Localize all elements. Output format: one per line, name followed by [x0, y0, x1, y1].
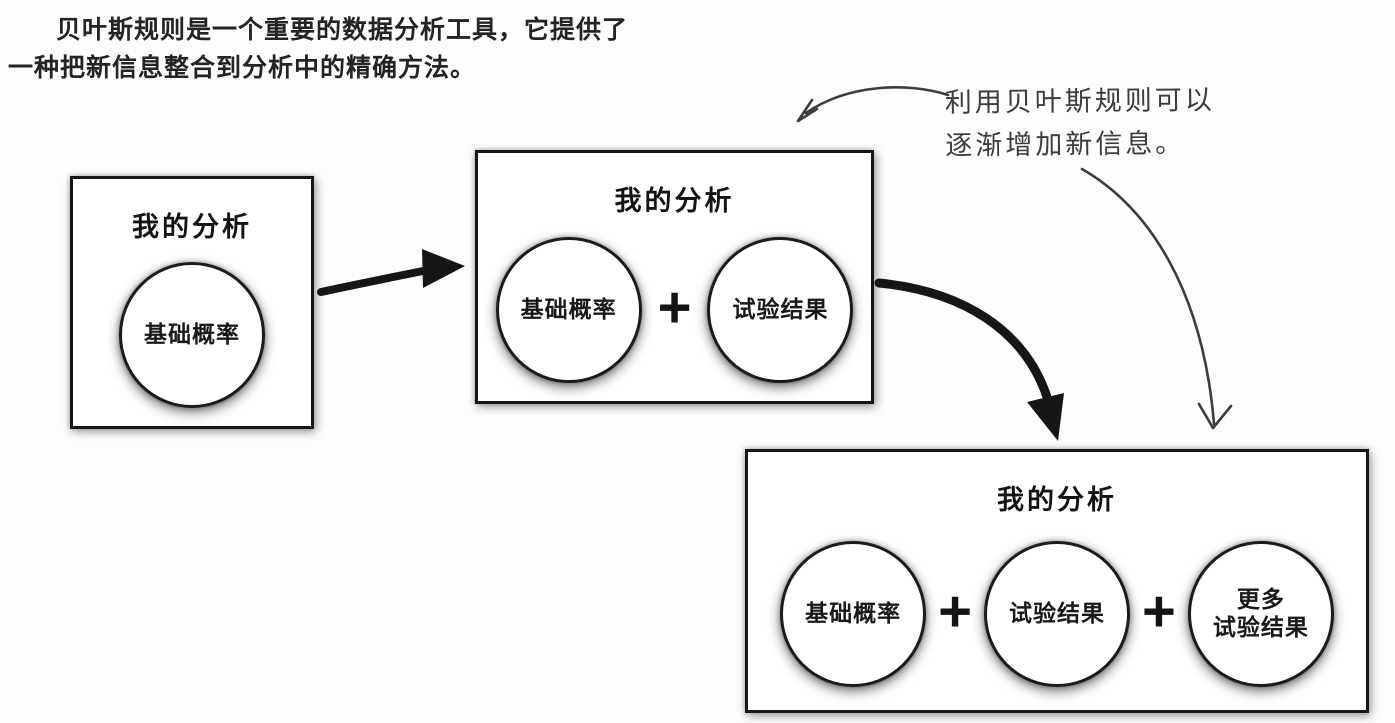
box-title: 我的分析 [997, 485, 1117, 515]
circle-test-results: 试验结果 [707, 236, 854, 383]
annotation-line-1: 利用贝叶斯规则可以 [944, 84, 1215, 118]
intro-line-2: 一种把新信息整合到分析中的精确方法。 [8, 55, 477, 82]
intro-paragraph: 贝叶斯规则是一个重要的数据分析工具，它提供了 一种把新信息整合到分析中的精确方法… [8, 12, 688, 88]
analysis-box-2: 我的分析 基础概率 + 试验结果 [475, 150, 874, 404]
box-title: 我的分析 [132, 212, 252, 242]
annotation-arrow-to-box2 [796, 86, 950, 123]
analysis-box-1: 我的分析 基础概率 [70, 176, 314, 429]
circle-base-probability: 基础概率 [119, 262, 265, 408]
box-content-row: 基础概率 + 试验结果 + 更多 试验结果 [780, 517, 1334, 710]
arrow-box1-to-box2 [317, 249, 465, 296]
box-title: 我的分析 [614, 186, 735, 216]
circle-base-probability: 基础概率 [495, 236, 642, 383]
circle-base-probability: 基础概率 [780, 540, 927, 687]
annotation-line-2: 逐渐增加新信息。 [945, 128, 1186, 161]
box-content-row: 基础概率 + 试验结果 [495, 218, 854, 401]
arrow-box2-to-box3 [874, 278, 1064, 441]
plus-sign: + [1142, 578, 1176, 644]
circle-test-results: 试验结果 [984, 540, 1130, 687]
annotation-arrow-to-box3 [1080, 167, 1233, 430]
analysis-box-3: 我的分析 基础概率 + 试验结果 + 更多 试验结果 [745, 449, 1369, 713]
handwritten-annotation: 利用贝叶斯规则可以 逐渐增加新信息。 [945, 78, 1276, 167]
plus-sign: + [657, 274, 692, 340]
intro-line-1: 贝叶斯规则是一个重要的数据分析工具，它提供了 [56, 17, 629, 44]
plus-sign: + [938, 578, 972, 644]
box-content-row: 基础概率 [119, 244, 265, 426]
circle-more-test-results: 更多 试验结果 [1187, 540, 1334, 687]
